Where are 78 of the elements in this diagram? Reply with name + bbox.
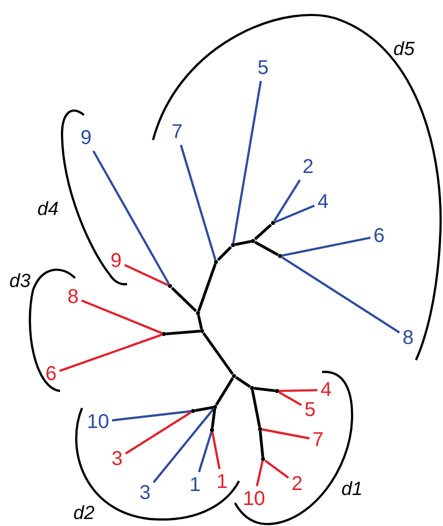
- clade-label: d4: [37, 200, 59, 220]
- tree-branch: [278, 391, 302, 406]
- branch-junction: [214, 260, 218, 264]
- clade-label: d1: [341, 480, 363, 500]
- branch-junction: [162, 332, 166, 336]
- leaf-label: 1: [189, 475, 201, 495]
- branch-junction: [191, 409, 195, 413]
- branch-junction: [231, 243, 235, 247]
- tree-branch: [124, 411, 192, 455]
- leaf-label: 6: [45, 364, 57, 384]
- leaf-label: 7: [312, 430, 324, 450]
- tree-branch: [166, 330, 200, 336]
- tree-branch: [194, 406, 214, 412]
- tree-branch: [254, 224, 272, 240]
- tree-branch: [180, 144, 216, 260]
- leaf-label: 8: [402, 328, 414, 348]
- tree-branch: [264, 460, 290, 479]
- clade-label: d5: [393, 40, 415, 60]
- leaf-label: 5: [257, 58, 269, 78]
- branch-junction: [251, 239, 255, 243]
- leaf-label: 4: [317, 192, 329, 212]
- leaf-label: 10: [86, 412, 110, 432]
- tree-branch: [198, 432, 212, 472]
- tree-branch: [112, 410, 192, 422]
- branch-junction: [196, 311, 200, 315]
- branch-junction: [168, 284, 172, 288]
- leaf-label: 2: [291, 474, 303, 494]
- tree-branch: [197, 264, 217, 312]
- leaf-label: 1: [216, 472, 228, 492]
- tree-branch: [256, 460, 264, 486]
- tree-branch: [59, 334, 162, 372]
- tree-branch: [278, 389, 318, 392]
- tree-branch: [235, 376, 251, 388]
- leaf-label: 4: [320, 380, 332, 400]
- tree-branch: [81, 299, 162, 334]
- tree-branch: [258, 430, 264, 458]
- branch-junction: [258, 427, 262, 431]
- leaf-label: 5: [304, 400, 316, 420]
- tree-branch: [171, 286, 197, 312]
- tree-branch: [92, 150, 170, 285]
- branch-junction: [210, 428, 214, 432]
- leaf-label: 9: [80, 128, 92, 148]
- tree-branch: [273, 179, 301, 222]
- branch-junction: [278, 254, 282, 258]
- branch-junction: [271, 221, 275, 225]
- tree-branch: [281, 256, 400, 334]
- tree-branch: [197, 314, 203, 330]
- tree-branch: [217, 246, 232, 261]
- tree-branch: [124, 264, 168, 286]
- branch-junction: [200, 329, 204, 333]
- tree-branch: [254, 240, 279, 256]
- tree-branch: [262, 428, 310, 440]
- tree-branch: [211, 432, 221, 470]
- leaf-label: 7: [171, 122, 183, 142]
- branch-junction: [261, 457, 265, 461]
- leaf-label: 3: [139, 483, 151, 503]
- branch-junction: [213, 405, 217, 409]
- leaf-label: 6: [373, 226, 385, 246]
- tree-branch: [202, 332, 234, 375]
- tree-branch: [282, 236, 371, 257]
- branch-junction: [232, 374, 236, 378]
- tree-branch: [274, 204, 315, 224]
- clade-label: d2: [73, 504, 95, 524]
- tree-branch: [232, 80, 262, 244]
- tree-branch: [152, 408, 214, 484]
- tree-branch: [210, 408, 216, 428]
- tree-branch: [254, 386, 276, 392]
- leaf-label: 10: [242, 489, 266, 509]
- branch-junction: [275, 389, 279, 393]
- tree-branch: [234, 240, 252, 246]
- branch-junction: [250, 386, 254, 390]
- tree-branch: [215, 377, 234, 406]
- leaf-label: 3: [111, 449, 123, 469]
- tree-branch: [251, 390, 261, 428]
- leaf-label: 2: [302, 157, 314, 177]
- clade-label: d3: [9, 272, 31, 292]
- leaf-label: 8: [67, 287, 79, 307]
- leaf-label: 9: [110, 251, 122, 271]
